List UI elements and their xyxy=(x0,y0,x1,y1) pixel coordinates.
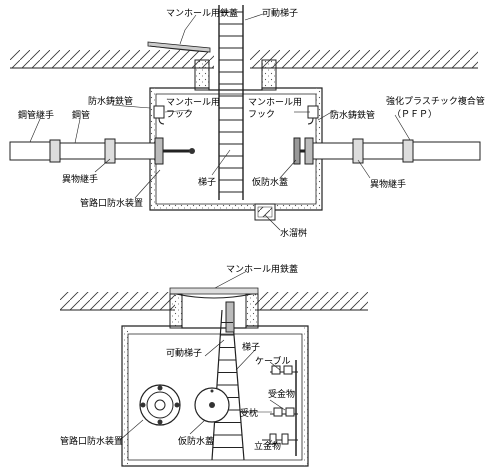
top-ground-right xyxy=(250,50,478,69)
top-ground-left xyxy=(10,50,214,69)
top-ladder xyxy=(218,5,244,200)
top-left-pipe xyxy=(9,137,195,165)
label-bottom-duct-waterproof: 管路口防水装置 xyxy=(60,435,123,447)
label-hook-right-2: フック xyxy=(248,109,275,120)
bottom-ground-left xyxy=(60,292,175,311)
top-ladder-rungs xyxy=(219,11,243,193)
bottom-duct-waterproof-device xyxy=(139,384,181,426)
bottom-ladder-rungs xyxy=(212,322,243,448)
bottom-leader-lines xyxy=(119,270,286,447)
bottom-temp-cover xyxy=(194,387,230,423)
top-manhole-cover xyxy=(147,41,211,53)
label-bottom-temp-cover: 仮防水蓋 xyxy=(178,435,214,447)
label-bottom-cable: ケーブル xyxy=(255,355,290,367)
top-leader-lines xyxy=(29,13,411,231)
label-drain-sump: 水溜桝 xyxy=(280,227,307,239)
bottom-view: マンホール用鉄蓋 可動梯子 梯子 ケーブル 受金物 受枕 立金物 管路口防水装置… xyxy=(60,263,368,467)
top-temp-cover xyxy=(293,137,301,165)
label-bottom-support-metal: 受金物 xyxy=(268,388,295,400)
top-chamber xyxy=(149,59,323,211)
bottom-ground-right xyxy=(255,292,368,311)
label-hook-right-1: マンホール用 xyxy=(248,97,302,108)
label-bottom-ladder: 梯子 xyxy=(242,341,260,353)
label-ladder: 梯子 xyxy=(198,176,216,188)
label-bottom-standing-metal: 立金物 xyxy=(254,440,281,452)
label-waterproof-cast-right: 防水鋳鉄管 xyxy=(330,109,375,121)
label-bottom-manhole-cover: マンホール用鉄蓋 xyxy=(226,263,298,275)
label-duct-waterproof: 管路口防水装置 xyxy=(80,197,143,209)
top-hook-left xyxy=(153,105,165,125)
label-movable-ladder: 可動梯子 xyxy=(262,7,298,19)
label-waterproof-cast-left: 防水鋳鉄管 xyxy=(88,95,133,107)
label-diff-joint-right: 異物継手 xyxy=(370,178,406,190)
label-diff-joint-left: 異物継手 xyxy=(62,173,98,185)
label-steel-joint: 鋼管継手 xyxy=(18,109,54,121)
label-temp-cover: 仮防水蓋 xyxy=(252,176,288,188)
bottom-fittings xyxy=(262,360,298,456)
label-steel-pipe: 鋼管 xyxy=(72,109,90,121)
bottom-ladder xyxy=(211,301,245,461)
bottom-chamber xyxy=(121,293,309,467)
label-manhole-cover: マンホール用鉄蓋 xyxy=(166,7,238,19)
label-hook-left-1: マンホール用 xyxy=(166,97,220,108)
label-pfp: （ＰＦＰ） xyxy=(392,109,437,120)
top-drain-sump xyxy=(254,203,276,221)
bottom-manhole-cover xyxy=(169,287,259,299)
label-hook-left-2: フック xyxy=(166,109,193,120)
label-bottom-movable-ladder: 可動梯子 xyxy=(166,347,202,359)
label-bottom-receiving-post: 受枕 xyxy=(240,407,258,419)
top-right-pipe xyxy=(298,137,481,165)
label-frp-pipe: 強化プラスチック複合管 xyxy=(386,95,485,107)
top-view: マンホール用鉄蓋 可動梯子 鋼管継手 鋼管 防水鋳鉄管 マンホール用 フック マ… xyxy=(9,5,485,239)
